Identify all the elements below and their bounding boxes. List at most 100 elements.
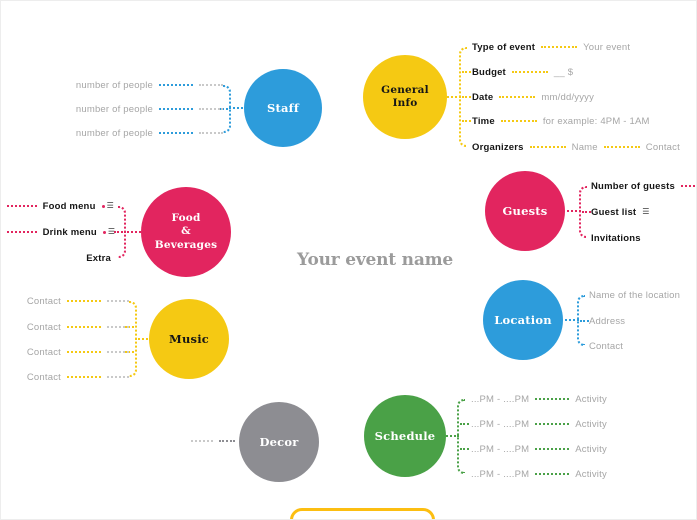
list-menu-icon[interactable]: ☰ xyxy=(642,208,649,216)
placeholder-label[interactable]: Your event xyxy=(583,41,631,53)
dotted-line xyxy=(67,326,101,328)
branch-row-music: Contact xyxy=(27,293,129,309)
node-connector xyxy=(560,319,579,321)
dotted-line xyxy=(529,146,566,148)
placeholder-label[interactable]: ...PM - ....PM xyxy=(471,393,530,405)
bracket-stub xyxy=(125,351,134,353)
node-circle-guests[interactable]: Guests xyxy=(485,171,565,251)
placeholder-label[interactable]: ...PM - ....PM xyxy=(471,418,530,430)
list-menu-icon[interactable]: ☰ xyxy=(101,202,114,210)
branch-label[interactable]: Budget xyxy=(472,66,506,78)
node-connector xyxy=(135,338,152,340)
dotted-line xyxy=(535,398,570,400)
placeholder-label[interactable]: for example: 4PM - 1AM xyxy=(542,115,650,127)
bottom-panel[interactable] xyxy=(290,508,435,519)
node-circle-food-beverages[interactable]: Food & Beverages xyxy=(141,187,231,277)
dotted-line xyxy=(107,300,129,302)
dotted-line xyxy=(199,132,223,134)
placeholder-label[interactable]: mm/dd/yyyy xyxy=(541,91,595,103)
node-connector xyxy=(229,107,247,109)
node-circle-music[interactable]: Music xyxy=(149,299,229,379)
placeholder-label[interactable]: Contact xyxy=(26,346,61,358)
dotted-line xyxy=(107,376,129,378)
branch-row-food-beverages: Extra xyxy=(86,250,111,266)
branch-bracket-staff xyxy=(223,85,231,133)
bracket-stub xyxy=(462,120,471,122)
node-circle-general-info[interactable]: General Info xyxy=(363,55,447,139)
list-menu-icon[interactable]: ☰ xyxy=(102,228,115,236)
placeholder-label[interactable]: Menu xyxy=(0,227,1,238)
branch-row-schedule: ...PM - ....PM Activity xyxy=(471,441,607,457)
placeholder-label[interactable]: number of people xyxy=(75,127,153,139)
branch-row-general-info: Budget __ $ xyxy=(472,64,573,80)
branch-row-general-info: Time for example: 4PM - 1AM xyxy=(472,113,650,129)
placeholder-label[interactable]: number of people xyxy=(75,103,153,115)
placeholder-label[interactable]: Contact xyxy=(26,321,61,333)
bracket-stub xyxy=(462,71,471,73)
branch-row-staff: number of people xyxy=(76,125,223,141)
node-connector xyxy=(443,435,459,437)
dotted-line xyxy=(199,84,223,86)
dotted-line xyxy=(511,71,548,73)
placeholder-label[interactable]: Activity xyxy=(575,418,607,430)
branch-label[interactable]: Food menu xyxy=(42,200,96,212)
node-circle-decor[interactable]: Decor xyxy=(239,402,319,482)
branch-row-decor xyxy=(191,433,235,449)
branch-label[interactable]: Invitations xyxy=(591,232,641,244)
branch-label[interactable]: Drink menu xyxy=(42,226,97,238)
placeholder-label[interactable]: number of people xyxy=(75,79,153,91)
placeholder-label[interactable]: Name xyxy=(571,141,598,153)
branch-label[interactable]: Guest list xyxy=(591,206,637,218)
node-connector xyxy=(444,96,461,98)
event-name-title[interactable]: Your event name xyxy=(297,250,454,270)
dotted-line xyxy=(67,351,101,353)
dotted-line xyxy=(107,351,129,353)
placeholder-label[interactable]: Contact xyxy=(26,371,61,383)
dot-bullet xyxy=(102,230,106,234)
placeholder-label[interactable]: Activity xyxy=(575,443,607,455)
placeholder-label[interactable]: Name of the location xyxy=(589,289,681,301)
node-circle-schedule[interactable]: Schedule xyxy=(364,395,446,477)
branch-label[interactable]: Date xyxy=(472,91,494,103)
node-circle-location[interactable]: Location xyxy=(483,280,563,360)
dotted-line xyxy=(107,326,129,328)
placeholder-label[interactable]: Address xyxy=(589,315,626,327)
placeholder-label[interactable]: Activity xyxy=(575,393,607,405)
placeholder-label[interactable]: Contact xyxy=(26,295,61,307)
branch-row-schedule: ...PM - ....PM Activity xyxy=(471,466,607,482)
branch-row-staff: number of people xyxy=(76,101,223,117)
dotted-line xyxy=(499,96,536,98)
dotted-line xyxy=(199,108,223,110)
placeholder-label[interactable]: Activity xyxy=(575,468,607,480)
branch-row-location: Name of the location xyxy=(589,287,680,303)
branch-row-food-beverages: Menu Drink menu ☰ xyxy=(0,224,115,240)
branch-label[interactable]: Type of event xyxy=(472,41,536,53)
branch-row-music: Contact xyxy=(27,344,129,360)
dotted-line xyxy=(680,185,696,187)
dotted-line xyxy=(541,46,578,48)
bracket-stub xyxy=(460,448,469,450)
branch-label[interactable]: Extra xyxy=(86,252,111,264)
branch-label[interactable]: Number of guests xyxy=(591,180,675,192)
branch-row-guests: Guest list ☰ xyxy=(591,204,649,220)
placeholder-label[interactable]: ...PM - ....PM xyxy=(471,468,530,480)
dotted-line xyxy=(219,440,235,442)
placeholder-label[interactable]: ...PM - ....PM xyxy=(471,443,530,455)
node-circle-staff[interactable]: Staff xyxy=(244,69,322,147)
bracket-stub xyxy=(582,211,591,213)
dotted-line xyxy=(159,132,193,134)
dotted-line xyxy=(535,448,570,450)
placeholder-label[interactable]: __ $ xyxy=(553,66,574,78)
placeholder-label[interactable]: Contact xyxy=(589,340,624,352)
placeholder-label[interactable]: Contact xyxy=(645,141,680,153)
dotted-line xyxy=(159,108,193,110)
branch-label[interactable]: Organizers xyxy=(472,141,524,153)
bracket-stub xyxy=(114,231,123,233)
branch-row-location: Address xyxy=(589,313,625,329)
dotted-line xyxy=(535,423,570,425)
branch-row-food-beverages: Menu Food menu ☰ xyxy=(0,198,114,214)
placeholder-label[interactable]: Menu xyxy=(0,201,1,212)
branch-label[interactable]: Time xyxy=(472,115,495,127)
branch-row-general-info: Type of event Your event xyxy=(472,39,630,55)
